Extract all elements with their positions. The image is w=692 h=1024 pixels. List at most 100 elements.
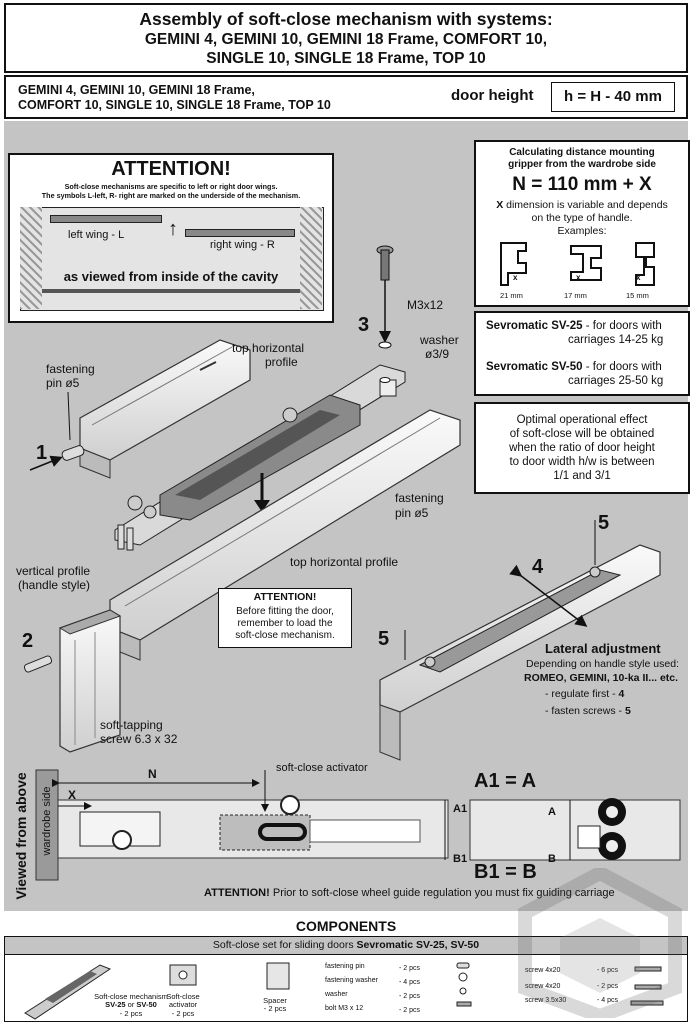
small-item-qty-3: - 2 pcs (399, 993, 421, 1000)
step-4-number: 4 (532, 556, 544, 578)
attention-wing-box: ATTENTION! Soft-close mechanisms are spe… (8, 153, 334, 323)
header-systems-line-2: SINGLE 10, SINGLE 18 Frame, TOP 10 (206, 50, 486, 67)
m3x12-label: M3x12 (407, 298, 444, 312)
small-item-name-4: bolt M3 x 12 (325, 1005, 364, 1012)
up-arrow-icon: ↑ (168, 218, 178, 240)
rail-with-mechanism-lower (379, 520, 661, 761)
small-item-qty-4: - 2 pcs (399, 1007, 421, 1014)
left-wing-label: left wing - L (68, 229, 125, 241)
subheader-systems-line-1: GEMINI 4, GEMINI 10, GEMINI 18 Frame, (18, 83, 255, 97)
small-item-name-1: fastening pin (325, 963, 365, 970)
lateral-line-3: - regulate first - 4 (545, 688, 625, 700)
fastening-pin-b-label-2: pin ø5 (395, 506, 429, 520)
sv25-line-2: carriages 14-25 kg (568, 334, 664, 346)
components-set-title: Soft-close set for sliding doors Sevroma… (212, 939, 480, 951)
left-mechanism-bar (50, 215, 162, 223)
attention-load-box: ATTENTION! Before fitting the door, reme… (218, 588, 352, 648)
screw-label-1: soft-tapping (100, 718, 163, 732)
viewed-from-above-label: Viewed from above (13, 772, 29, 900)
sevromatic-box: Sevromatic SV-25 - for doors with carria… (474, 311, 690, 396)
b1-equals-b: B1 = B (474, 861, 537, 883)
dimension-x-label: X (68, 788, 77, 802)
cavity-wall-right (300, 207, 322, 309)
door-height-formula: h = H - 40 mm (551, 82, 675, 112)
optimal-line-4: to door width h/w is between (509, 456, 655, 468)
optimal-line-1: Optimal operational effect (516, 414, 648, 426)
right-mechanism-bar (185, 229, 295, 237)
vertical-profile-label-2: (handle style) (18, 578, 91, 592)
handle-profile-examples (500, 242, 655, 286)
components-header-bar (5, 937, 687, 955)
distance-description-1: X dimension is variable and depends (496, 199, 668, 211)
cavity-wall-left (20, 207, 42, 309)
screw-name-2: screw 4x20 (525, 983, 561, 990)
attention-text-2: The symbols L-left, R- right are marked … (41, 191, 301, 200)
optimal-line-2: of soft-close will be obtained (509, 428, 655, 440)
b1-label: B1 (453, 853, 468, 865)
attention-load-line-3: soft-close mechanism. (235, 630, 335, 641)
optimal-line-3: when the ratio of door height (509, 442, 655, 454)
attention-load-line-2: remember to load the (237, 618, 333, 629)
small-item-qty-2: - 4 pcs (399, 979, 421, 986)
step-3-number: 3 (358, 314, 370, 336)
screw-qty-2: - 2 pcs (597, 983, 618, 991)
small-item-name-2: fastening washer (325, 977, 378, 984)
profile-dim-3: 15 mm (626, 291, 649, 300)
screw-label-2: screw 6.3 x 32 (100, 732, 178, 746)
distance-formula: N = 110 mm + X (512, 174, 652, 195)
lateral-title: Lateral adjustment (545, 641, 661, 656)
soft-close-mechanism-upper (114, 364, 406, 551)
profile-dim-1: 21 mm (500, 291, 523, 300)
insert-down-arrow (254, 473, 270, 512)
distance-title-2: gripper from the wardrobe side (508, 159, 656, 170)
step-5-number-b: 5 (378, 628, 390, 650)
distance-examples-label: Examples: (557, 225, 607, 237)
a-label: A (548, 806, 556, 818)
distance-title-1: Calculating distance mounting (509, 147, 655, 158)
small-item-qty-1: - 2 pcs (399, 965, 421, 972)
screw-qty-1: - 6 pcs (597, 967, 618, 975)
subheader-systems-line-2: COMFORT 10, SINGLE 10, SINGLE 18 Frame, … (18, 98, 331, 112)
washer-label-1: washer (420, 333, 459, 347)
top-profile-label-2: profile (265, 355, 298, 369)
wardrobe-side-label: wardrobe side (41, 786, 53, 856)
dimension-n-label: N (148, 767, 157, 781)
vertical-profile-label-1: vertical profile (16, 564, 91, 578)
lateral-line-2: ROMEO, GEMINI, 10-ka II... etc. (524, 672, 679, 684)
top-profile-b-label: top horizontal profile (290, 555, 399, 569)
cavity-viewed-label: as viewed from inside of the cavity (63, 269, 279, 284)
a1-label: A1 (453, 803, 468, 815)
bolt-m3-part (376, 245, 394, 383)
subheader-box: GEMINI 4, GEMINI 10, GEMINI 18 Frame, CO… (4, 75, 688, 119)
fastening-pin-label-2: pin ø5 (46, 376, 80, 390)
step-1-number: 1 (36, 442, 48, 464)
sv25-line-1: Sevromatic SV-25 - for doors with (486, 320, 662, 332)
profile-x-3: x (636, 273, 641, 282)
screw-name-1: screw 4x20 (525, 967, 561, 974)
components-icons (24, 962, 664, 1020)
small-item-name-3: washer (325, 991, 348, 998)
attention-text-1: Soft-close mechanisms are specific to le… (64, 182, 278, 191)
attention-load-title: ATTENTION! (253, 591, 317, 603)
header-systems-line-1: GEMINI 4, GEMINI 10, GEMINI 18 Frame, CO… (144, 31, 548, 48)
screw-name-3: screw 3.5x30 (525, 997, 567, 1004)
optimal-effect-box: Optimal operational effect of soft-close… (474, 402, 690, 494)
profile-x-1: x (513, 273, 518, 282)
cube-watermark-logo (518, 868, 682, 1018)
lateral-line-4: - fasten screws - 5 (545, 705, 631, 717)
screw-qty-3: - 4 pcs (597, 997, 619, 1004)
fastening-pin-b-label-1: fastening (395, 491, 444, 505)
top-profile-label-1: top horizontal (232, 341, 305, 355)
components-box: Soft-close set for sliding doors Sevroma… (4, 936, 688, 1022)
optimal-line-5: 1/1 and 3/1 (553, 470, 611, 482)
top-view-drawing (35, 769, 681, 881)
vertical-profile-part (23, 609, 122, 753)
lateral-line-1: Depending on handle style used: (526, 658, 679, 670)
component-spacer: Spacer- 2 pcs (263, 996, 287, 1014)
a1-equals-a: A1 = A (474, 770, 537, 792)
header-title: Assembly of soft-close mechanism with sy… (139, 9, 553, 29)
fastening-pin-part (29, 391, 85, 471)
components-title: COMPONENTS (295, 918, 397, 934)
sv50-line-1: Sevromatic SV-50 - for doors with (486, 361, 662, 373)
